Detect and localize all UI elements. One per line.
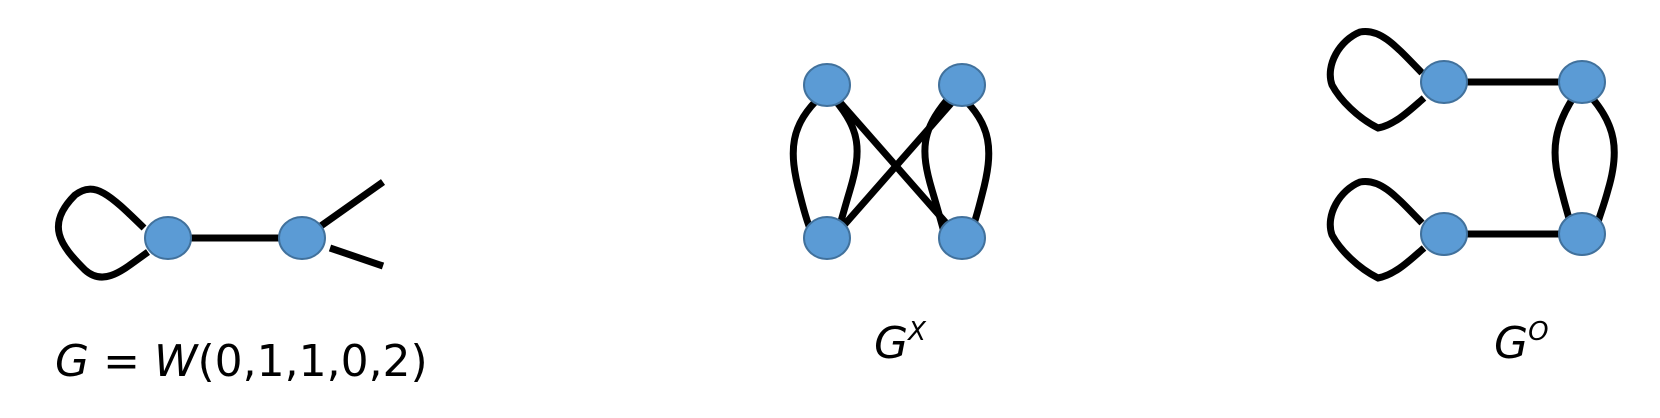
caption-g-cross-sup: X	[908, 317, 926, 347]
node	[938, 63, 986, 107]
graph-g-cross	[789, 92, 993, 237]
double-edge	[1551, 93, 1578, 223]
caption-g-cross: GX	[874, 318, 926, 369]
loop-edge	[1326, 27, 1427, 132]
caption-g-circle-base: G	[1494, 318, 1529, 369]
cross-edge	[835, 97, 957, 235]
node	[803, 216, 851, 260]
node	[803, 63, 851, 107]
node	[278, 216, 326, 260]
caption-g-circle-sup: O	[1528, 317, 1549, 347]
node	[1420, 60, 1468, 104]
node	[144, 216, 192, 260]
loop-edge	[1326, 177, 1427, 282]
double-edge	[957, 92, 993, 237]
caption-g-args: (0,1,1,0,2)	[197, 336, 428, 387]
caption-g-circle: GO	[1494, 318, 1549, 369]
caption-g-eq: =	[89, 336, 154, 387]
node	[1558, 212, 1606, 256]
caption-g-cross-base: G	[874, 318, 909, 369]
node	[938, 216, 986, 260]
node	[1558, 60, 1606, 104]
double-edge	[1589, 95, 1618, 223]
loop-edge	[54, 185, 150, 281]
caption-g-func: W	[153, 336, 198, 387]
caption-g: G = W(0,1,1,0,2)	[55, 336, 428, 387]
node	[1420, 212, 1468, 256]
caption-g-lhs: G	[55, 336, 90, 387]
double-edge	[789, 92, 825, 237]
graph-g-circle	[1326, 27, 1618, 282]
graph-g	[54, 179, 386, 281]
half-edge	[328, 244, 385, 270]
half-edge	[315, 179, 386, 231]
